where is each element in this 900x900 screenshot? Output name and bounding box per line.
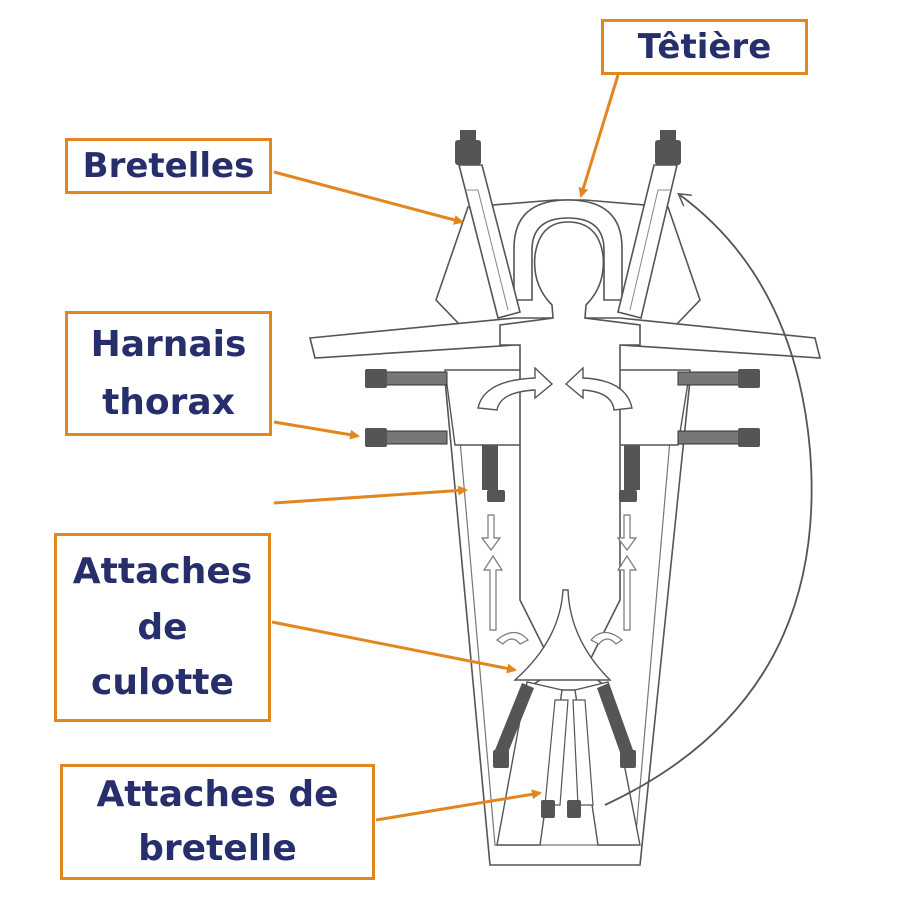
side-strap-left — [482, 445, 505, 502]
label-harnais-thorax: Harnais thorax — [90, 323, 247, 423]
arrow-culotte — [271, 620, 517, 674]
label-attaches-bretelle: Attaches de bretelle — [96, 774, 339, 869]
label-attaches-culotte: Attaches de culotte — [72, 550, 253, 704]
arrow-bretelles — [273, 170, 464, 225]
label-bretelles: Bretelles — [82, 145, 255, 186]
body-silhouette — [499, 221, 641, 691]
shoulder-strap-right — [617, 130, 681, 319]
leg-strap-left — [493, 683, 534, 768]
arrow-attaches — [375, 789, 542, 822]
callout-bretelles: Bretelles — [65, 138, 272, 194]
callout-attaches-culotte: Attaches de culotte — [54, 533, 271, 722]
buckle-icon — [738, 428, 760, 447]
buckle-icon — [365, 428, 387, 447]
shoulder-strap-left — [455, 130, 521, 319]
leg-strap-right — [597, 683, 636, 768]
buckle-icon — [365, 369, 387, 388]
crotch-piece — [513, 589, 612, 681]
fold-arrows-sides — [480, 514, 638, 645]
callout-arrows — [271, 74, 620, 822]
thorax-strap-left-top — [365, 369, 448, 388]
callout-harnais-thorax: Harnais thorax — [65, 311, 272, 436]
buckle-icon — [738, 369, 760, 388]
callout-tetiere: Têtière — [601, 19, 808, 75]
thorax-strap-left-bottom — [365, 428, 448, 447]
label-tetiere: Têtière — [637, 26, 772, 67]
arrow-tetiere — [578, 74, 620, 198]
headrest-loop — [513, 199, 623, 301]
thorax-strap-right-bottom — [677, 428, 760, 447]
arrow-side — [273, 485, 468, 505]
thorax-strap-right-top — [677, 369, 760, 388]
arrow-harnais — [273, 420, 360, 440]
side-strap-right — [619, 445, 640, 502]
leg-strip-center — [544, 699, 594, 806]
callout-attaches-bretelle: Attaches de bretelle — [60, 764, 375, 880]
wrap-arrow — [604, 195, 813, 806]
harness-inner-line — [459, 439, 671, 846]
curved-arrow-icon — [477, 366, 633, 411]
shoulder-strap-attachments — [541, 800, 581, 818]
